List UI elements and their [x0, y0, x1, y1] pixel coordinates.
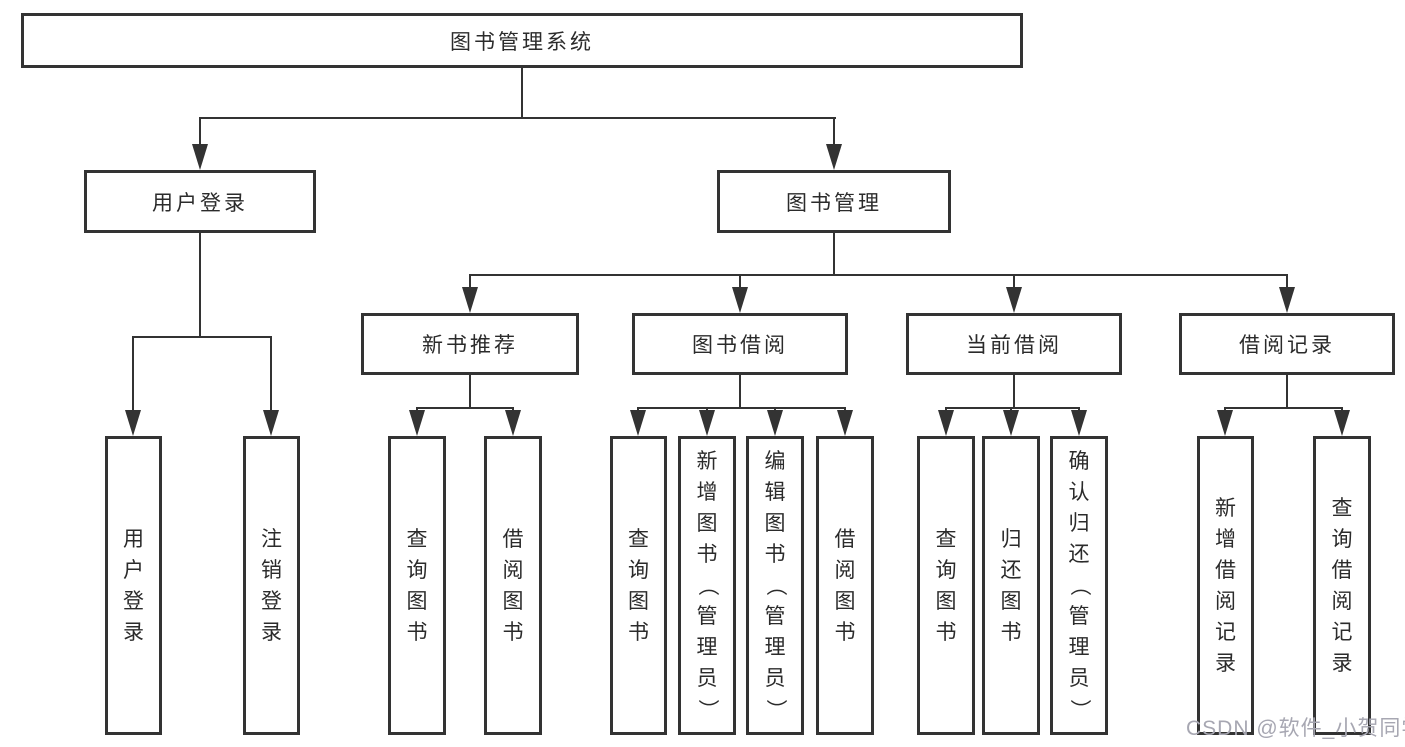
leaf-user-login-label: 用户登录 — [123, 527, 144, 644]
leaf-cb-confirm-return-admin: 确认归还（管理员） — [1050, 436, 1108, 735]
connector-line — [1286, 274, 1288, 290]
leaf-nb-borrow-book-label: 借阅图书 — [502, 527, 524, 644]
arrowhead — [125, 410, 141, 436]
connector-line — [1013, 375, 1015, 409]
arrowhead — [1006, 287, 1022, 313]
connector-line — [833, 117, 835, 147]
node-current-borrow-label: 当前借阅 — [966, 334, 1062, 357]
node-book-borrow: 图书借阅 — [632, 313, 848, 375]
connector-line — [469, 274, 1288, 276]
node-current-borrow: 当前借阅 — [906, 313, 1122, 375]
leaf-logout-login: 注销登录 — [243, 436, 300, 735]
leaf-nb-query-book: 查询图书 — [388, 436, 446, 735]
arrowhead — [505, 410, 521, 436]
arrowhead — [732, 287, 748, 313]
leaf-cb-query-book-label: 查询图书 — [935, 527, 957, 644]
node-borrow-record: 借阅记录 — [1179, 313, 1395, 375]
connector-line — [132, 336, 272, 338]
leaf-nb-query-book-label: 查询图书 — [406, 527, 428, 644]
node-new-book-recommend: 新书推荐 — [361, 313, 579, 375]
csdn-watermark: CSDN @软件_小贺同学 — [1186, 717, 1405, 740]
leaf-br-query-record-label: 查询借阅记录 — [1331, 496, 1353, 675]
connector-line — [1224, 407, 1343, 409]
leaf-bb-borrow-book-label: 借阅图书 — [834, 527, 856, 644]
node-book-management: 图书管理 — [717, 170, 951, 233]
arrowhead — [1217, 410, 1233, 436]
connector-line — [833, 233, 835, 276]
connector-line — [199, 117, 201, 147]
leaf-bb-add-book-admin: 新增图书（管理员） — [678, 436, 736, 735]
leaf-bb-query-book: 查询图书 — [610, 436, 667, 735]
leaf-user-login: 用户登录 — [105, 436, 162, 735]
leaf-cb-confirm-return-admin-label: 确认归还（管理员） — [1067, 450, 1091, 720]
connector-line — [132, 336, 134, 416]
leaf-br-query-record: 查询借阅记录 — [1313, 436, 1371, 735]
leaf-logout-login-label: 注销登录 — [261, 527, 282, 644]
leaf-br-add-record-label: 新增借阅记录 — [1215, 496, 1236, 675]
connector-line — [199, 117, 836, 119]
arrowhead — [462, 287, 478, 313]
connector-line — [469, 375, 471, 409]
connector-line — [521, 68, 523, 119]
arrowhead — [1071, 410, 1087, 436]
arrowhead — [409, 410, 425, 436]
node-new-book-recommend-label: 新书推荐 — [422, 334, 518, 357]
arrowhead — [826, 144, 842, 170]
connector-line — [1013, 274, 1015, 290]
arrowhead — [767, 410, 783, 436]
arrowhead — [837, 410, 853, 436]
leaf-bb-edit-book-admin: 编辑图书（管理员） — [746, 436, 804, 735]
connector-line — [945, 407, 1080, 409]
leaf-bb-borrow-book: 借阅图书 — [816, 436, 874, 735]
arrowhead — [699, 410, 715, 436]
leaf-br-add-record: 新增借阅记录 — [1197, 436, 1254, 735]
connector-line — [416, 407, 514, 409]
arrowhead — [1279, 287, 1295, 313]
leaf-bb-edit-book-admin-label: 编辑图书（管理员） — [763, 450, 787, 720]
connector-line — [270, 336, 272, 416]
node-book-management-label: 图书管理 — [786, 191, 882, 215]
connector-line — [739, 274, 741, 290]
leaf-bb-add-book-admin-label: 新增图书（管理员） — [695, 450, 719, 720]
leaf-cb-query-book: 查询图书 — [917, 436, 975, 735]
arrowhead — [263, 410, 279, 436]
leaf-cb-return-book: 归还图书 — [982, 436, 1040, 735]
leaf-nb-borrow-book: 借阅图书 — [484, 436, 542, 735]
arrowhead — [630, 410, 646, 436]
arrowhead — [1003, 410, 1019, 436]
arrowhead — [1334, 410, 1350, 436]
arrowhead — [938, 410, 954, 436]
leaf-bb-query-book-label: 查询图书 — [628, 527, 649, 644]
connector-line — [637, 407, 846, 409]
connector-line — [1286, 375, 1288, 409]
connector-line — [739, 375, 741, 409]
node-user-login-label: 用户登录 — [152, 191, 248, 215]
connector-line — [199, 233, 201, 338]
arrowhead — [192, 144, 208, 170]
node-root-system: 图书管理系统 — [21, 13, 1023, 68]
node-user-login: 用户登录 — [84, 170, 316, 233]
connector-line — [469, 274, 471, 290]
node-borrow-record-label: 借阅记录 — [1239, 334, 1335, 357]
node-book-borrow-label: 图书借阅 — [692, 334, 788, 357]
node-root-label: 图书管理系统 — [450, 30, 594, 54]
leaf-cb-return-book-label: 归还图书 — [1000, 527, 1022, 644]
